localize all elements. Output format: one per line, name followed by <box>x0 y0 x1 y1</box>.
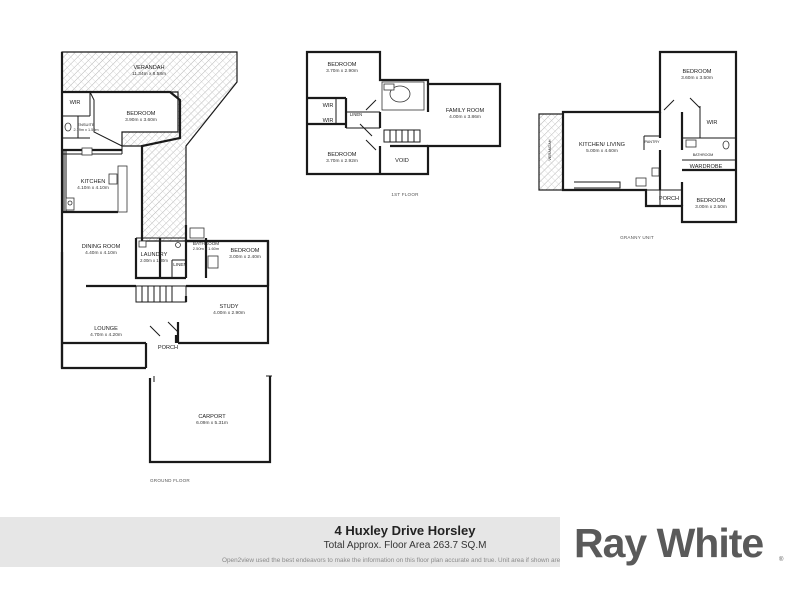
laundry-tub-icon <box>175 242 181 248</box>
granny-verandah-area <box>538 113 564 191</box>
dining-size: 4.40m x 4.10m <box>85 250 117 256</box>
ff-wir1-label: WIR <box>323 103 334 109</box>
laundry-size: 2.00m x 1.80m <box>140 258 168 263</box>
verandah-size: 11.34m x 8.58m <box>132 71 166 77</box>
carport-size: 6.09m x 5.31m <box>196 420 228 426</box>
ground-floor-plan: VERANDAH 11.34m x 8.58m WIR ENSUITE 2.19… <box>60 51 272 483</box>
study-size: 4.00m x 2.90m <box>213 310 245 316</box>
family-room-label: FAMILY ROOM <box>446 108 485 114</box>
bathtub-icon <box>189 227 205 239</box>
granny-wir-label: WIR <box>707 120 718 126</box>
dining-label: DINING ROOM <box>82 244 121 250</box>
spa-bath-icon <box>389 85 411 103</box>
floor-area: Total Approx. Floor Area 263.7 SQ.M <box>323 540 487 551</box>
carport-outline <box>148 376 272 464</box>
stairs-first <box>383 129 421 143</box>
kitchen-sink-icon <box>108 173 118 185</box>
bathroom-vanity <box>207 255 219 269</box>
lounge-size: 4.70m x 4.20m <box>90 332 122 338</box>
first-floor-outer-wall <box>305 50 502 176</box>
kitchen-label: KITCHEN <box>81 179 106 185</box>
disclaimer: Open2view used the best endeavors to mak… <box>222 557 572 564</box>
ensuite-size: 2.19m x 1.50m <box>73 128 98 132</box>
granny-sink-icon <box>635 177 647 187</box>
registered-mark: ® <box>779 557 784 563</box>
ff-wir2-label: WIR <box>323 118 334 124</box>
stairs-ground <box>135 285 187 303</box>
study-label: STUDY <box>220 304 239 310</box>
bedroom-main-size: 3.90m x 3.60m <box>125 117 157 123</box>
porch-label: PORCH <box>158 345 178 351</box>
granny-verandah-label: VERANDAH <box>548 139 552 160</box>
property-address: 4 Huxley Drive Horsley <box>334 523 476 538</box>
wir-label: WIR <box>70 100 81 106</box>
bathroom-label: BATHROOM <box>193 241 219 246</box>
toilet-icon <box>64 122 72 132</box>
ff-linen-label: LINEN <box>350 112 362 117</box>
granny-bedroom-top-label: BEDROOM <box>683 69 712 75</box>
granny-bedroom-top-size: 3.60m x 3.50m <box>681 75 713 81</box>
ff-bedroom-bottom-label: BEDROOM <box>328 152 357 158</box>
granny-basin-icon <box>685 139 697 148</box>
family-room-size: 4.00m x 3.86m <box>449 114 481 120</box>
bathroom-size: 2.50m x 1.60m <box>193 246 220 251</box>
wardrobe-label: WARDROBE <box>690 164 723 170</box>
kitchen-living-label: KITCHEN/ LIVING <box>579 142 625 148</box>
linen-label: LINEN <box>173 262 187 267</box>
kitchen-size: 4.10m x 4.10m <box>77 185 109 191</box>
ff-bedroom-top-label: BEDROOM <box>328 62 357 68</box>
granny-unit-plan: VERANDAH KITCHEN/ LIVING 5.00m x 4.60m P… <box>538 50 738 240</box>
ray-white-logo: Ray White ® <box>560 517 800 567</box>
bedroom2-size: 3.00m x 2.40m <box>229 254 261 260</box>
void-label: VOID <box>395 158 409 164</box>
basin-icon <box>81 147 93 156</box>
logo-text: Ray White <box>574 520 764 566</box>
pantry-label: PANTRY <box>644 140 660 144</box>
ensuite-label: ENSUITE <box>77 122 95 127</box>
carport-label: CARPORT <box>198 414 226 420</box>
verandah-label: VERANDAH <box>133 65 164 71</box>
kitchen-living-size: 5.00m x 4.60m <box>586 148 618 154</box>
granny-porch-label: PORCH <box>659 196 679 202</box>
ff-bedroom-bottom-size: 3.70m x 2.92m <box>326 158 358 164</box>
bedroom-main-label: BEDROOM <box>127 111 156 117</box>
laundry-label: LAUNDRY <box>141 252 168 258</box>
granny-bedroom-bottom-label: BEDROOM <box>697 198 726 204</box>
floor-plan-drawing: VERANDAH 11.34m x 8.58m WIR ENSUITE 2.19… <box>60 50 738 483</box>
first-floor-plan: BEDROOM 3.70m x 2.90m WIR WIR LINEN FAMI… <box>305 50 502 197</box>
granny-unit-outer-wall <box>561 50 738 224</box>
granny-stove-icon <box>651 167 660 177</box>
bedroom2-label: BEDROOM <box>231 248 260 254</box>
lounge-label: LOUNGE <box>94 326 118 332</box>
granny-unit-caption: GRANNY UNIT <box>620 235 654 240</box>
granny-bedroom-bottom-size: 3.00m x 2.50m <box>695 204 727 210</box>
kitchen-island <box>117 165 128 213</box>
ground-floor-caption: GROUND FLOOR <box>150 478 190 483</box>
granny-toilet-icon <box>722 140 730 150</box>
granny-bathroom-label: BATHROOM <box>693 153 714 157</box>
first-floor-caption: 1ST FLOOR <box>391 192 419 197</box>
ff-bedroom-top-size: 3.70m x 2.90m <box>326 68 358 74</box>
